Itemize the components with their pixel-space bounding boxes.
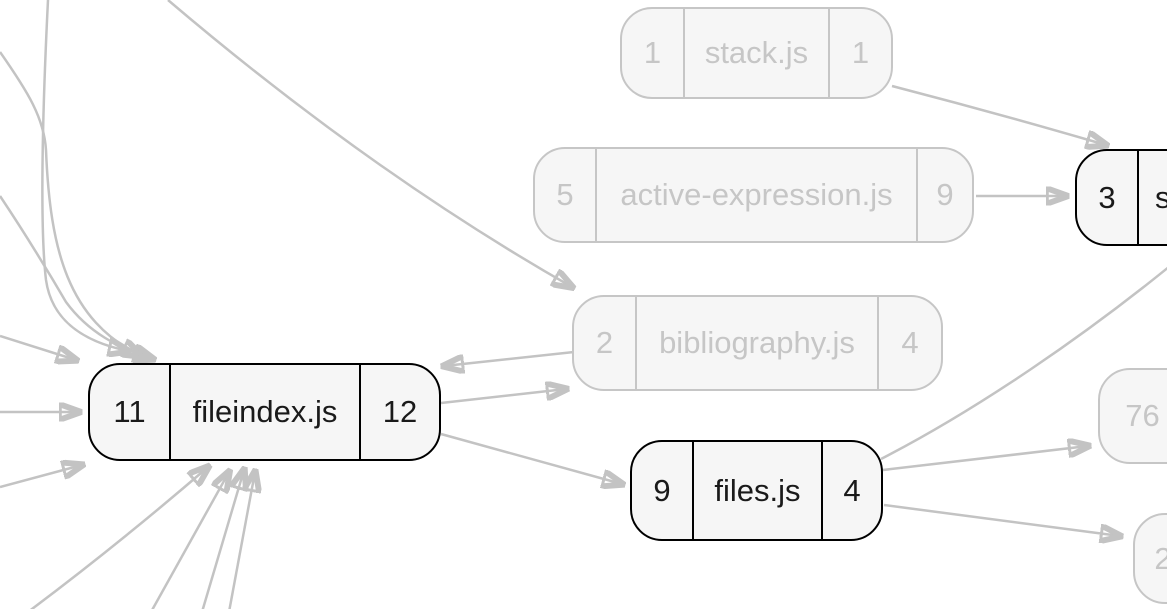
- node-in-count: 76: [1125, 398, 1160, 433]
- graph-node-stack-js[interactable]: 1 stack.js 1: [620, 7, 893, 99]
- edge-offscreen-bottom4-to-fileindex: [228, 472, 255, 609]
- node-filename: stack.js: [683, 9, 828, 97]
- node-filename: bibliography.js: [635, 297, 877, 389]
- edge-offscreen-left5-to-fileindex: [0, 465, 82, 489]
- edge-offscreen-top-to-bibliography: [167, 0, 572, 287]
- node-in-count: 5: [556, 177, 574, 212]
- node-in-count: 11: [113, 394, 146, 429]
- edge-stack-to-stack-partial: [891, 84, 1106, 145]
- edge-offscreen-bottom2-to-fileindex: [151, 472, 229, 609]
- graph-node-partial-s[interactable]: 3 s: [1075, 149, 1167, 246]
- node-in-count: 2: [595, 325, 614, 360]
- node-filename: fileindex.js: [169, 365, 359, 459]
- node-in-count: 9: [653, 472, 671, 508]
- edge-offscreen-left2-to-fileindex: [0, 195, 153, 359]
- node-in-count: 1: [643, 35, 662, 70]
- node-out-count: 9: [916, 149, 972, 241]
- edge-bibliography-to-fileindex: [444, 350, 575, 366]
- edge-files-to-offscreen-right: [880, 266, 1167, 461]
- graph-node-fileindex-js[interactable]: 11 fileindex.js 12: [88, 363, 441, 461]
- edge-offscreen-bottom3-to-fileindex: [201, 470, 244, 609]
- edge-offscreen-bottom1-to-fileindex: [29, 467, 208, 609]
- edge-offscreen-top-to-fileindex: [41, 0, 128, 351]
- graph-node-active-expression-js[interactable]: 5 active-expression.js 9: [533, 147, 974, 243]
- graph-node-partial-76[interactable]: 76: [1098, 368, 1167, 464]
- node-in-count: 3: [1098, 179, 1116, 215]
- edge-files-to-node2: [883, 503, 1120, 536]
- graph-node-files-js[interactable]: 9 files.js 4: [630, 440, 883, 541]
- node-out-count: 12: [359, 365, 439, 459]
- edge-offscreen-left3-to-fileindex: [0, 334, 76, 360]
- graph-node-bibliography-js[interactable]: 2 bibliography.js 4: [572, 295, 943, 391]
- node-filename: files.js: [692, 442, 821, 539]
- edge-fileindex-to-bibliography: [440, 389, 566, 405]
- node-out-count: 4: [877, 297, 941, 389]
- node-out-count: 1: [828, 9, 891, 97]
- node-filename: active-expression.js: [595, 149, 916, 241]
- edge-offscreen-left1-to-fileindex: [0, 51, 141, 356]
- node-filename: s: [1137, 151, 1167, 244]
- edge-files-to-node76: [882, 446, 1088, 472]
- node-in-count: 2: [1154, 540, 1167, 576]
- graph-node-partial-2[interactable]: 2: [1133, 513, 1167, 604]
- edge-fileindex-to-files: [440, 432, 622, 484]
- node-out-count: 4: [821, 442, 881, 539]
